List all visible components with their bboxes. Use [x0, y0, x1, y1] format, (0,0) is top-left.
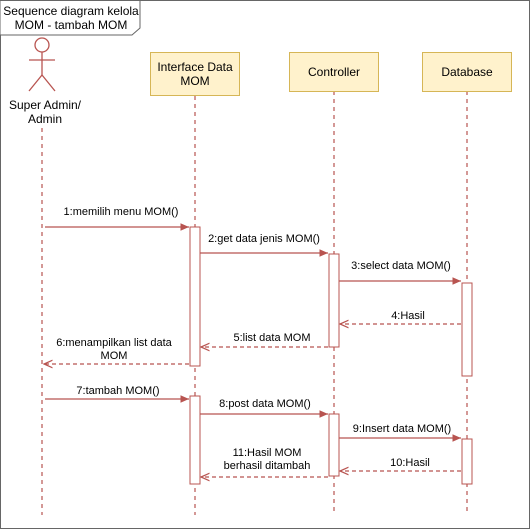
frame-title-tab	[0, 0, 141, 36]
message-11-label-line-1: 11:Hasil MOM	[232, 447, 302, 459]
controller-activation-1	[328, 253, 340, 348]
message-8-label: 8:post data MOM()	[219, 398, 311, 410]
message-6-label-line-2: MOM	[100, 350, 128, 362]
message-10-label: 10:Hasil	[390, 457, 430, 469]
database-activation-1	[461, 282, 473, 377]
actor-label-line-1: Super Admin/	[8, 98, 82, 112]
controller-lifeline-box: Controller	[289, 52, 379, 92]
message-11-label: 11:Hasil MOM berhasil ditambah	[212, 447, 322, 473]
frame-title-line-2: MOM - tambah MOM	[14, 18, 128, 32]
message-5-label: 5:list data MOM	[233, 332, 311, 344]
controller-label: Controller	[307, 65, 361, 79]
interface-activation-2	[189, 395, 201, 485]
interface-label-line-2: MOM	[180, 74, 210, 88]
database-activation-2	[461, 438, 473, 485]
message-6-label: 6:menampilkan list data MOM	[50, 337, 178, 363]
message-3-label: 3:select data MOM()	[351, 260, 451, 272]
interface-label-line-1: Interface Data	[157, 60, 233, 74]
message-1-label: 1:memilih menu MOM()	[63, 206, 179, 218]
database-lifeline-box: Database	[422, 52, 512, 92]
actor-stick-figure-icon	[28, 37, 56, 92]
actor-label: Super Admin/ Admin	[2, 98, 88, 126]
interface-lifeline-box: Interface Data MOM	[150, 52, 240, 96]
controller-activation-2	[328, 413, 340, 477]
message-9-label: 9:Insert data MOM()	[352, 423, 452, 435]
message-6-label-line-1: 6:menampilkan list data	[56, 337, 172, 349]
message-7-label: 7:tambah MOM()	[76, 385, 160, 397]
message-4-label: 4:Hasil	[391, 310, 425, 322]
message-11-label-line-2: berhasil ditambah	[223, 460, 311, 472]
interface-activation-1	[189, 226, 201, 367]
message-2-label: 2:get data jenis MOM()	[208, 233, 320, 245]
actor-label-line-2: Admin	[27, 112, 62, 126]
frame-title-line-1: Sequence diagram kelola	[3, 4, 139, 18]
database-label: Database	[441, 65, 493, 79]
frame-title: Sequence diagram kelola MOM - tambah MOM	[1, 1, 141, 35]
